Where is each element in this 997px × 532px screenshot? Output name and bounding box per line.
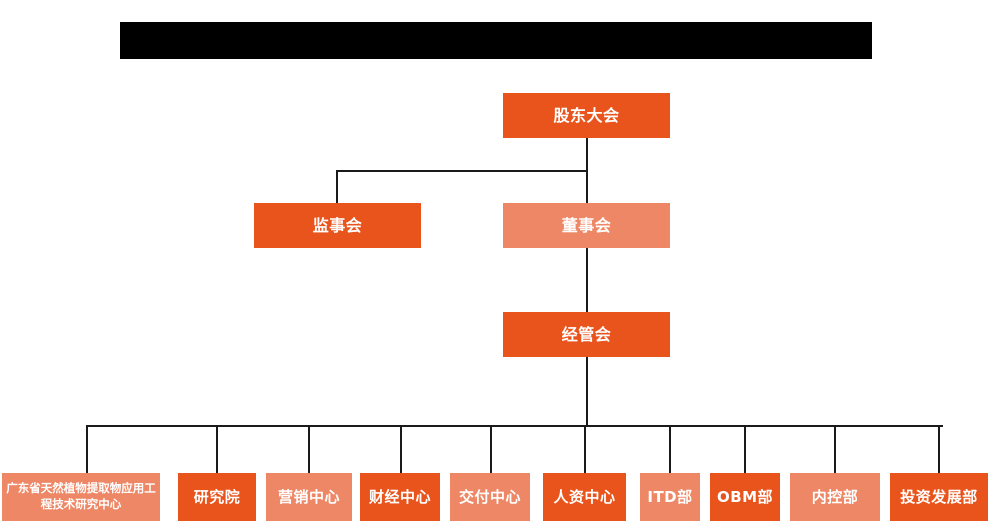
- org-node-investment-dev[interactable]: 投资发展部: [890, 473, 988, 521]
- connector-drop-investment: [938, 425, 940, 473]
- org-node-label: 财经中心: [368, 487, 431, 506]
- redacted-title-bar: [120, 22, 872, 59]
- org-node-research-institute[interactable]: 研究院: [178, 473, 256, 521]
- org-node-marketing-center[interactable]: 营销中心: [266, 473, 352, 521]
- org-node-gd-research-center[interactable]: 广东省天然植物提取物应用工程技术研究中心: [2, 473, 160, 521]
- connector-drop-research: [216, 425, 218, 473]
- org-node-label: 营销中心: [277, 487, 340, 506]
- connector-drop-finance: [400, 425, 402, 473]
- org-node-management[interactable]: 经管会: [503, 312, 670, 357]
- org-node-shareholders[interactable]: 股东大会: [503, 93, 670, 138]
- org-node-obm-dept[interactable]: OBM部: [710, 473, 780, 521]
- org-node-label: 董事会: [561, 215, 612, 235]
- connector-drop-obm: [744, 425, 746, 473]
- org-node-label: 人资中心: [553, 487, 616, 506]
- connector-level2-bus: [336, 170, 588, 172]
- connector-drop-marketing: [308, 425, 310, 473]
- org-node-itd-dept[interactable]: ITD部: [640, 473, 700, 521]
- connector-directors-drop: [586, 170, 588, 203]
- org-node-label: ITD部: [647, 487, 693, 506]
- org-node-label: 研究院: [193, 487, 241, 506]
- org-node-supervisors[interactable]: 监事会: [254, 203, 421, 248]
- connector-mgmt-stem: [586, 357, 588, 427]
- connector-drop-hr: [584, 425, 586, 473]
- org-node-hr-center[interactable]: 人资中心: [543, 473, 626, 521]
- org-node-directors[interactable]: 董事会: [503, 203, 670, 248]
- org-node-label: 监事会: [312, 215, 363, 235]
- connector-drop-delivery: [490, 425, 492, 473]
- org-node-label: 交付中心: [458, 487, 521, 506]
- org-node-finance-center[interactable]: 财经中心: [360, 473, 440, 521]
- org-node-label: 广东省天然植物提取物应用工程技术研究中心: [6, 481, 156, 511]
- org-node-internal-control[interactable]: 内控部: [790, 473, 880, 521]
- org-node-label: OBM部: [716, 487, 774, 506]
- connector-drop-gd-research: [86, 425, 88, 473]
- connector-level4-bus: [86, 425, 943, 427]
- org-node-delivery-center[interactable]: 交付中心: [450, 473, 530, 521]
- org-node-label: 股东大会: [553, 105, 620, 125]
- connector-supervisors-drop: [336, 170, 338, 203]
- connector-directors-to-mgmt: [586, 248, 588, 312]
- connector-drop-itd: [669, 425, 671, 473]
- org-node-label: 内控部: [811, 487, 859, 506]
- org-node-label: 投资发展部: [900, 487, 978, 506]
- org-node-label: 经管会: [561, 324, 612, 344]
- connector-drop-internal-control: [834, 425, 836, 473]
